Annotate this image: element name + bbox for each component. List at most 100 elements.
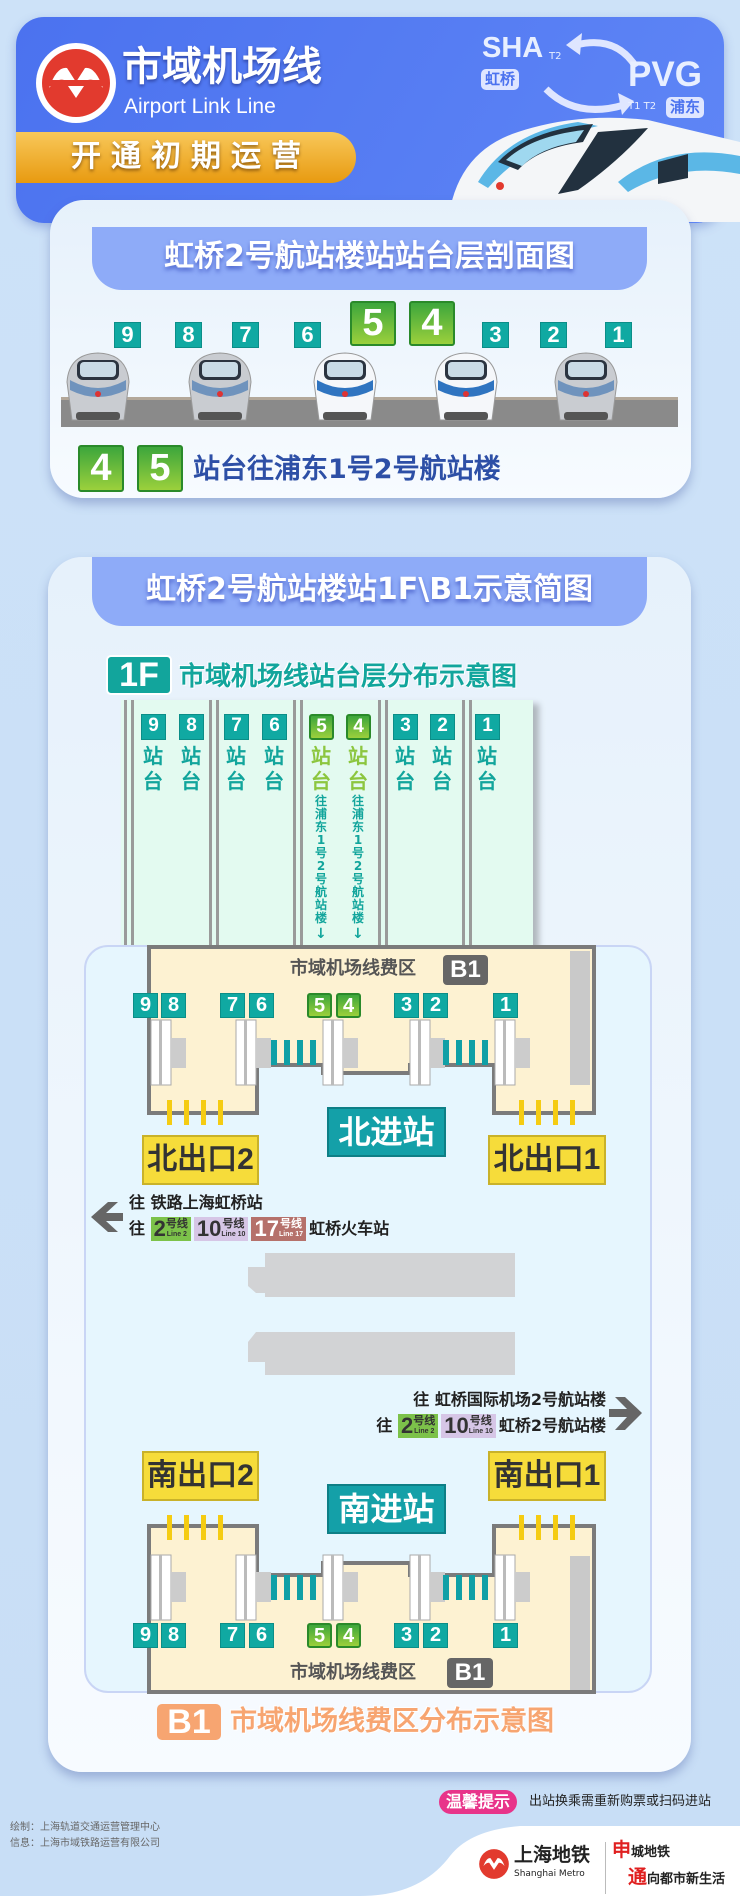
line-en: Line 10 [221, 1231, 246, 1238]
1f-platform-badge-2: 2 [430, 714, 455, 740]
south-platform-badge-9: 9 [133, 1623, 158, 1648]
sha-terminal: T2 [549, 51, 562, 62]
fare-gate [297, 1575, 303, 1600]
platform-badge-7: 7 [232, 322, 259, 348]
section2-title: 虹桥2号航站楼站1F\B1示意简图 [92, 557, 647, 626]
1f-platform-badge-6: 6 [262, 714, 287, 740]
fare-gate [443, 1040, 449, 1065]
slogan-line1: 申城地铁 [612, 1839, 670, 1864]
fare-gate [310, 1040, 316, 1065]
fare-gate [469, 1575, 475, 1600]
1f-platform-badge-4: 4 [346, 714, 371, 740]
platform-char: 站 [311, 744, 331, 768]
platform-char: 台 [264, 769, 284, 793]
direction-prefix: 往 [129, 1219, 146, 1238]
section1-title: 虹桥2号航站楼站站台层剖面图 [92, 227, 647, 290]
platform-badge-9: 9 [114, 322, 141, 348]
line-en: Line 2 [166, 1231, 187, 1238]
fare-gate [469, 1040, 475, 1065]
platform-char: 台 [311, 769, 331, 793]
line-number: 2 [401, 1414, 414, 1438]
fare-gate [284, 1040, 290, 1065]
north-exit-1: 北出口1 [488, 1135, 606, 1185]
line-title-en: Airport Link Line [124, 95, 276, 118]
shanghai-metro-logo-icon [36, 43, 116, 123]
south-platform-badge-2: 2 [423, 1623, 448, 1648]
opening-banner: 开通初期运营 [16, 132, 356, 183]
arrow-down-icon: ↓ [352, 926, 364, 942]
pvg-terminal: T1 T2 [628, 101, 657, 112]
line-cn: 号线 [280, 1218, 302, 1230]
south-exit-1: 南出口1 [488, 1451, 606, 1501]
1f-platform-badge-1: 1 [475, 714, 500, 740]
arrow-down-icon: ↓ [315, 926, 327, 942]
line-number: 10 [444, 1414, 469, 1438]
north-entry: 北进站 [327, 1107, 446, 1157]
platform-char: 站 [181, 744, 201, 768]
b1-badge: B1 [157, 1704, 221, 1740]
south-platform-badge-4: 4 [336, 1623, 361, 1648]
line-number: 10 [196, 1217, 222, 1241]
platform-char: 台 [143, 769, 163, 793]
south-platform-badge-7: 7 [220, 1623, 245, 1648]
metro-logo-icon [479, 1849, 509, 1879]
north-platform-badge-6: 6 [249, 993, 274, 1018]
north-platform-badge-5: 5 [307, 993, 332, 1018]
metro-logo-cn: 上海地铁 [514, 1844, 591, 1866]
line-en: Line 10 [468, 1428, 493, 1435]
note-badge-4: 4 [78, 445, 124, 492]
south-zone-label: 市域机场线费区 [290, 1662, 416, 1683]
opening-banner-text: 开通初期运营 [71, 139, 311, 174]
platform-char: 台 [477, 769, 497, 793]
platform-char: 台 [348, 769, 368, 793]
north-platform-badge-3: 3 [394, 993, 419, 1018]
line-en: Line 2 [414, 1428, 435, 1435]
platform-char: 台 [226, 769, 246, 793]
fare-gate [482, 1575, 488, 1600]
line-en: Line 17 [278, 1231, 304, 1238]
south-platform-badge-6: 6 [249, 1623, 274, 1648]
south-zone-badge: B1 [447, 1658, 493, 1688]
line-number: 17 [254, 1217, 279, 1241]
1f-title: 市域机场线站台层分布示意图 [179, 662, 518, 692]
sha-cn-badge: 虹桥 [481, 69, 520, 90]
train-front-icon [432, 350, 500, 422]
credit-drawn: 绘制：上海轨道交通运营管理中心 [10, 1822, 160, 1833]
fare-gate [297, 1040, 303, 1065]
platform-char: 站 [264, 744, 284, 768]
fare-gate [482, 1040, 488, 1065]
platform-char: 站 [477, 744, 497, 768]
1f-platform-badge-7: 7 [224, 714, 249, 740]
pvg-code: PVG [628, 55, 702, 94]
1f-platform-badge-3: 3 [393, 714, 418, 740]
fare-gate [456, 1575, 462, 1600]
1f-badge: 1F [106, 655, 172, 695]
line-title: 市域机场线 [122, 44, 322, 90]
north-platform-badge-8: 8 [161, 993, 186, 1018]
north-zone-badge: B1 [443, 955, 488, 985]
route-arrows-icon [543, 33, 639, 115]
metro-logo-en: Shanghai Metro [514, 1869, 585, 1879]
slogan-line2: 通向都市新生活 [628, 1866, 725, 1891]
tip-text: 出站换乘需重新购票或扫码进站 [529, 1794, 712, 1809]
train-front-icon [552, 350, 620, 422]
building-block [248, 1253, 515, 1297]
b1-title: 市域机场线费区分布示意图 [230, 1706, 554, 1737]
platform-char: 台 [432, 769, 452, 793]
south-exit-2: 南出口2 [142, 1451, 259, 1501]
platform-char: 台 [181, 769, 201, 793]
line-cn: 号线 [469, 1415, 492, 1427]
1f-platform-dividers [124, 700, 472, 945]
platform-char: 站 [226, 744, 246, 768]
north-platform-badge-7: 7 [220, 993, 245, 1018]
south-platform-badge-3: 3 [394, 1623, 419, 1648]
arrow-left-icon [91, 1202, 123, 1232]
train-illustration-icon [448, 117, 740, 222]
platform-badge-6: 6 [294, 322, 321, 348]
